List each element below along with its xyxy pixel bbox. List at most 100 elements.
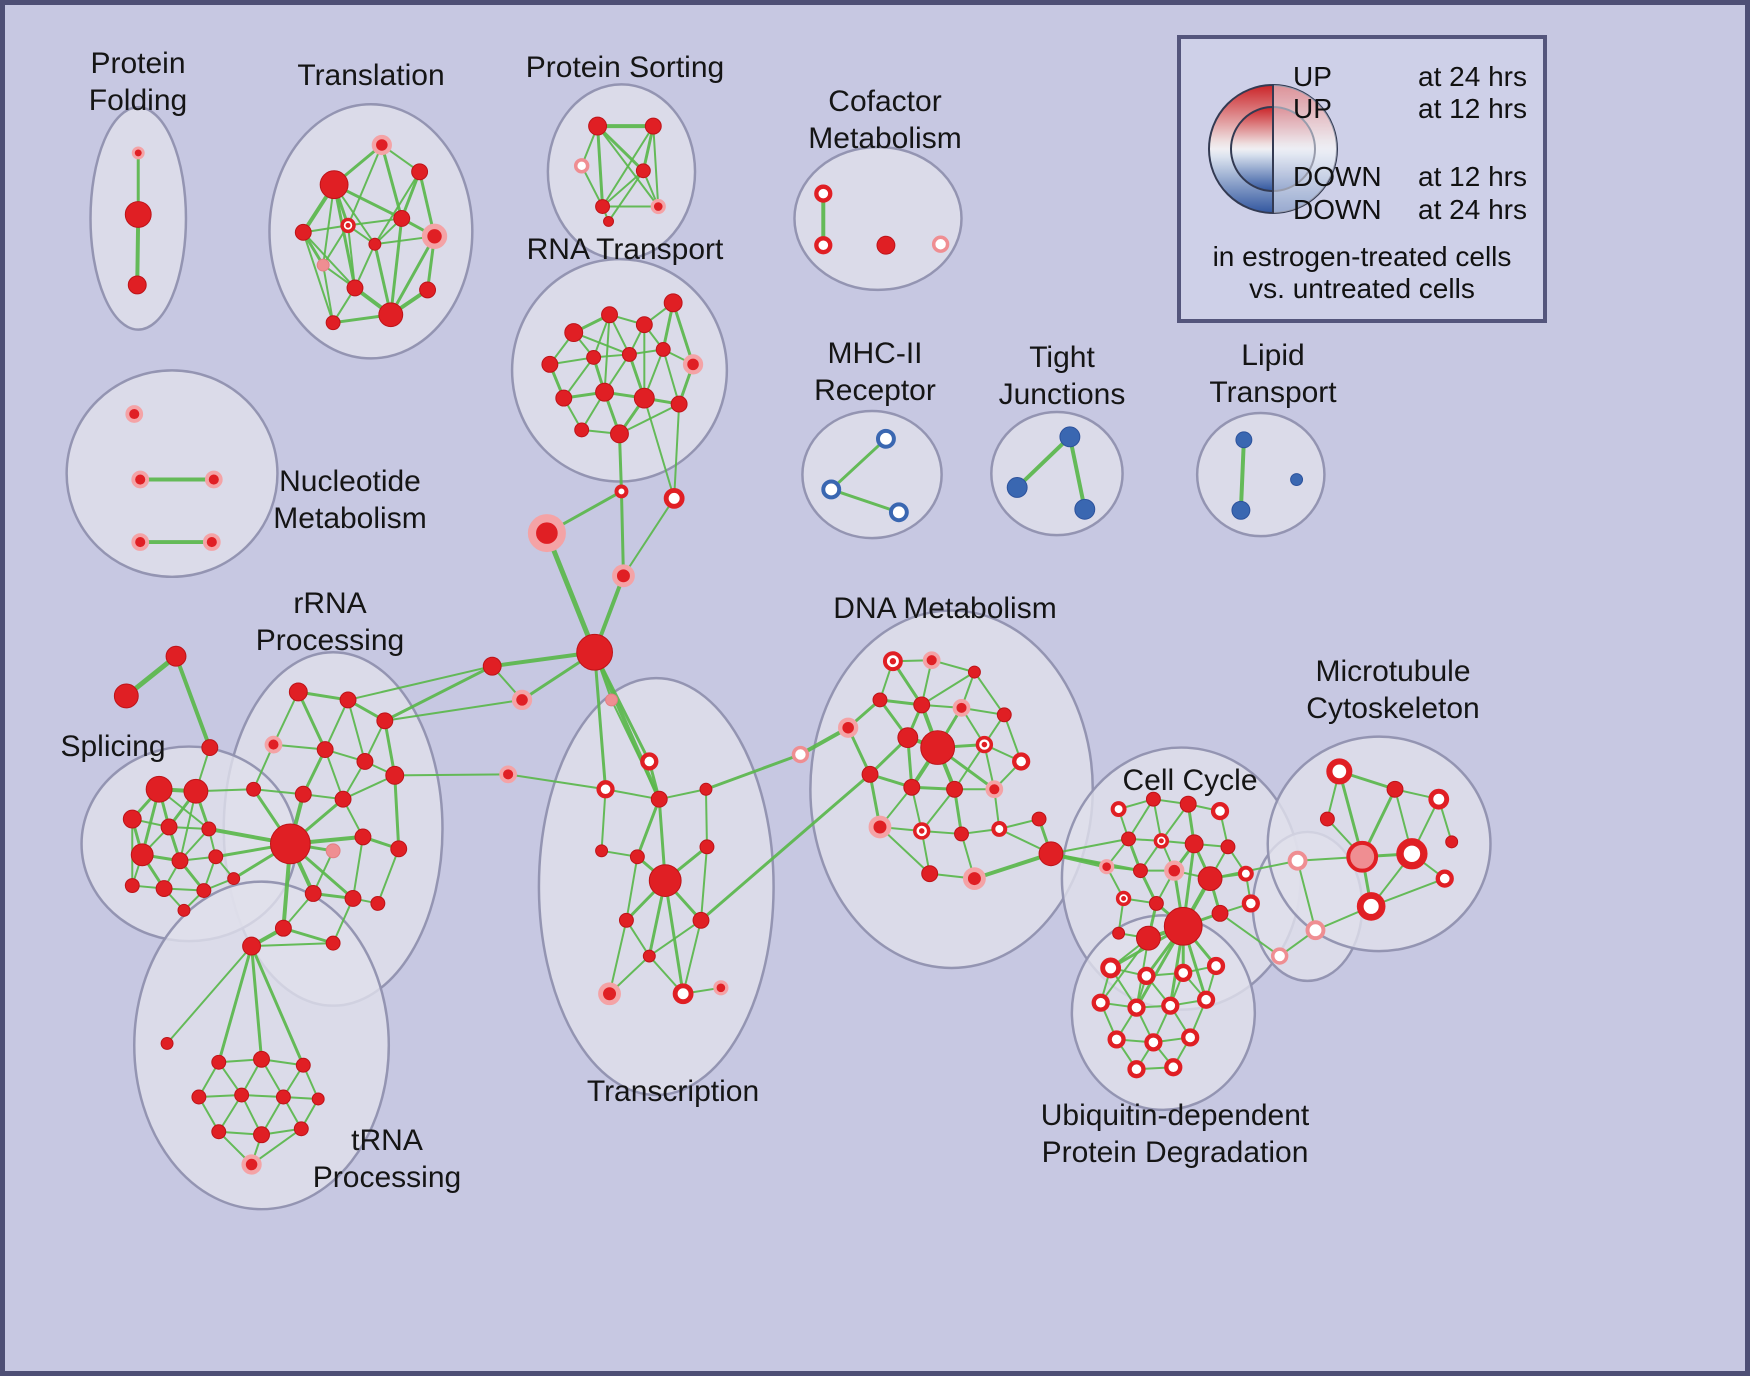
network-node-cc0 — [1038, 841, 1064, 867]
network-node-dm16 — [985, 780, 1004, 799]
network-node-dot — [918, 828, 925, 834]
network-node-dm23 — [1031, 811, 1047, 827]
network-edge — [1015, 434, 1072, 490]
cluster-label-mhc-ii-receptor: MHC-II Receptor — [814, 337, 936, 407]
network-node-dot — [345, 222, 351, 228]
network-edge — [389, 216, 404, 317]
network-node-cc9 — [1099, 859, 1115, 875]
network-node-cc2 — [1145, 791, 1161, 807]
network-node-dm14 — [903, 778, 921, 796]
network-node-ub7 — [1161, 996, 1180, 1015]
network-node-rt15 — [574, 422, 590, 438]
legend-row-up-24: UP at 24 hrs — [1181, 61, 1543, 93]
network-node-ps5 — [595, 199, 611, 214]
network-node-dm20 — [991, 821, 1008, 837]
cluster-label-rna-transport: RNA Transport — [526, 233, 724, 266]
network-edge — [1049, 837, 1130, 855]
network-edge — [608, 919, 628, 995]
network-edge — [1219, 912, 1281, 958]
cluster-ellipse-cofactor-metabolism — [793, 145, 963, 292]
network-edge — [704, 788, 708, 848]
network-edge — [389, 234, 437, 317]
network-edge — [352, 835, 364, 900]
network-node-tj3 — [1074, 498, 1096, 520]
network-edge — [174, 654, 212, 750]
network-node-mc2 — [1386, 780, 1404, 798]
network-node-mc4 — [1319, 811, 1335, 827]
network-node-sp12 — [177, 903, 191, 917]
network-node-sp5 — [201, 821, 217, 837]
legend-time-down-12: at 12 hrs — [1418, 161, 1527, 192]
network-node-dm9 — [897, 727, 919, 749]
network-node-rt7 — [621, 346, 637, 362]
network-node-cc20 — [1112, 926, 1126, 940]
network-node-fx1 — [165, 645, 187, 667]
network-node-tc3 — [650, 790, 668, 808]
network-node-cn1 — [614, 484, 629, 499]
network-edge — [617, 432, 623, 493]
network-edge — [652, 125, 660, 208]
network-node-cc8 — [1220, 839, 1236, 855]
network-node-cc3 — [1179, 795, 1197, 813]
network-node-tr2 — [371, 134, 392, 156]
network-edge — [972, 851, 1053, 881]
network-edge — [625, 855, 639, 922]
cluster-ellipse-mhc-ii-receptor — [801, 409, 943, 540]
network-node-ub10 — [1144, 1033, 1163, 1052]
network-edge — [250, 1127, 303, 1166]
network-edge — [607, 169, 645, 223]
network-node-tn12 — [293, 1121, 309, 1137]
network-edge — [593, 650, 608, 791]
network-edge — [347, 143, 383, 227]
network-node-ub13 — [1164, 1058, 1183, 1077]
network-edge — [324, 698, 350, 751]
network-node-dm21 — [921, 865, 939, 883]
network-node-mh2 — [821, 479, 842, 500]
network-edge — [953, 743, 986, 791]
network-node-tj2 — [1006, 477, 1028, 498]
network-node-pf3 — [127, 275, 147, 295]
network-node-dot — [981, 741, 988, 748]
network-node-tn11 — [253, 1126, 270, 1144]
network-node-sp3 — [122, 809, 142, 829]
network-node-tr10 — [346, 279, 364, 297]
network-node-rt8 — [655, 342, 671, 357]
network-node-tr12 — [419, 281, 437, 299]
network-node-sp13 — [227, 872, 241, 886]
network-node-dm17 — [868, 815, 892, 839]
network-node-rt9 — [682, 354, 704, 375]
cluster-ellipse-lipid-transport — [1195, 411, 1326, 538]
network-node-cn3 — [527, 514, 566, 553]
cluster-label-nucleotide-metabolism: Nucleotide Metabolism — [273, 465, 427, 535]
network-node-tc5 — [595, 844, 609, 858]
legend-time-up-24: at 24 hrs — [1418, 61, 1527, 92]
network-node-rr3 — [376, 712, 394, 730]
network-edge — [383, 698, 524, 722]
cluster-label-transcription: Transcription — [586, 1075, 760, 1108]
network-edge — [383, 664, 494, 723]
network-node-cc5 — [1121, 831, 1136, 847]
network-edge — [250, 944, 264, 1061]
network-node-rt10 — [555, 389, 573, 407]
cluster-label-microtubule-cytoskeleton: Microtubule Cytoskeleton — [1306, 655, 1480, 725]
network-node-rr5 — [316, 741, 334, 758]
network-edge — [166, 945, 253, 1045]
network-node-pf1 — [131, 146, 145, 160]
network-edge — [622, 497, 676, 577]
network-edge — [682, 919, 702, 995]
network-node-dm6 — [913, 696, 931, 714]
network-node-dm10 — [920, 730, 956, 765]
network-node-rt13 — [670, 395, 688, 413]
network-edge — [322, 264, 335, 324]
network-node-dm15 — [946, 780, 963, 798]
legend-time-up-12: at 12 hrs — [1418, 93, 1527, 124]
network-node-ub6 — [1127, 998, 1146, 1017]
cluster-label-protein-folding: Protein Folding — [88, 47, 188, 117]
legend-note-line1: in estrogen-treated cells — [1212, 241, 1512, 272]
network-node-tr13 — [325, 315, 341, 331]
network-edge — [920, 788, 956, 832]
network-node-rt14 — [610, 424, 629, 444]
network-node-pf2 — [124, 201, 152, 228]
network-node-tn13 — [241, 1154, 262, 1175]
network-node-ps3 — [573, 158, 590, 174]
